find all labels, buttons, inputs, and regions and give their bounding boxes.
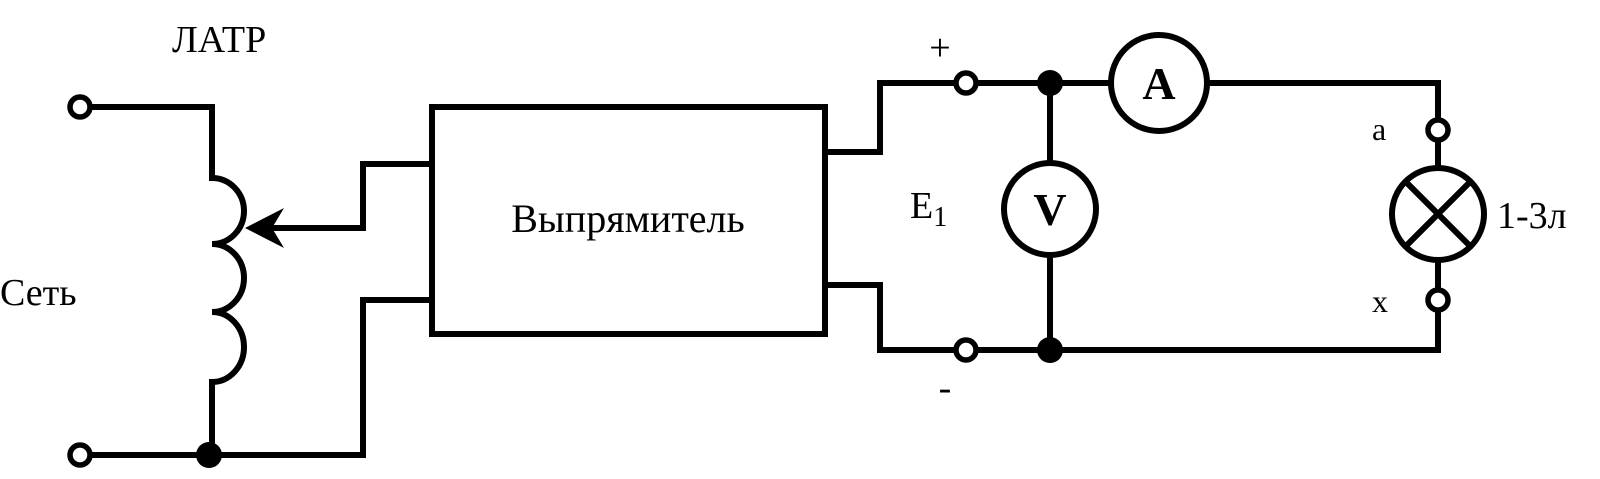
minus-label: - [939, 367, 952, 409]
latr-wiper-arrow [245, 208, 284, 248]
voltmeter [1001, 160, 1099, 258]
source-e1-label: E1 [910, 185, 947, 233]
source-subscript: 1 [933, 202, 947, 233]
top-rail-wire-3 [1205, 80, 1441, 121]
ammeter-label: A [1142, 58, 1175, 109]
lamp-terminal-x [1425, 287, 1451, 313]
junction-node-top [1037, 70, 1063, 96]
network-label: Сеть [0, 272, 77, 314]
rectifier-block [429, 104, 828, 337]
rectifier-output-minus-wire [822, 282, 958, 353]
latr-label: ЛАТР [172, 19, 266, 61]
junction-node-bottom [1037, 337, 1063, 363]
lamp-label: 1-3л [1497, 195, 1567, 237]
output-terminal-plus [953, 70, 979, 96]
ammeter [1108, 32, 1210, 134]
voltmeter-label: V [1033, 184, 1066, 235]
junction-node-bottom-left [196, 442, 222, 468]
lamp-terminal-a-label: a [1372, 111, 1386, 147]
latr-coil [208, 174, 247, 386]
rectifier-label: Выпрямитель [511, 196, 745, 241]
lamp-cross-line-2 [1401, 177, 1475, 251]
lamp-terminal-a [1425, 117, 1451, 143]
output-terminal-minus [953, 337, 979, 363]
mains-bottom-wire [87, 379, 215, 458]
lamp-terminal-x-label: x [1372, 283, 1388, 319]
bottom-rail-wire-2 [1047, 309, 1441, 353]
latr-wiper-wire [267, 161, 435, 231]
source-letter: E [910, 185, 933, 227]
rectifier-output-plus-wire [822, 80, 958, 155]
mains-terminal-top [67, 94, 93, 120]
mains-top-wire [89, 104, 215, 181]
mains-terminal-bottom [67, 442, 93, 468]
latr-to-rectifier-bottom-wire [209, 297, 435, 458]
plus-label: + [929, 27, 950, 69]
